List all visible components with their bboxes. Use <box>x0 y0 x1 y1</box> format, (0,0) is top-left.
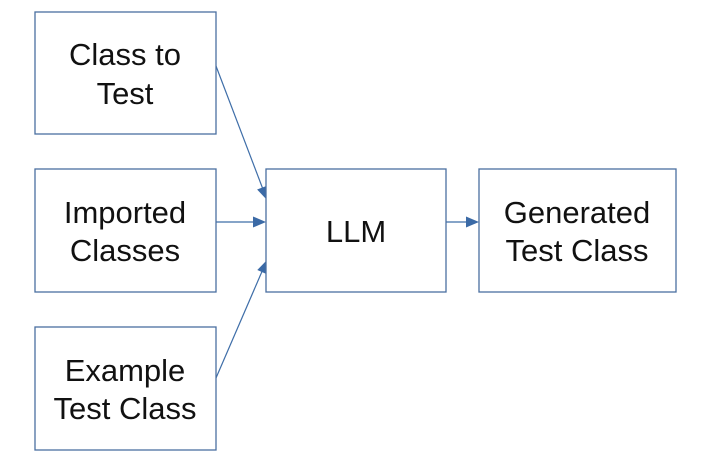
node-example-test-class: Example Test Class <box>34 326 217 451</box>
node-label-llm: LLM <box>326 214 386 249</box>
node-label-class-to-test-line1: Class to <box>69 37 181 72</box>
node-box-class-to-test <box>34 11 217 135</box>
node-label-imported-classes-line1: Imported <box>64 195 186 230</box>
node-box-example-test-class <box>34 326 217 451</box>
node-label-generated-test-class-line2: Test Class <box>506 233 649 268</box>
node-box-imported-classes <box>34 168 217 293</box>
node-llm: LLM <box>265 168 447 293</box>
node-imported-classes: Imported Classes <box>34 168 217 293</box>
node-label-example-test-class-line2: Test Class <box>54 391 197 426</box>
node-class-to-test: Class to Test <box>34 11 217 135</box>
node-label-imported-classes-line2: Classes <box>70 233 180 268</box>
edge-example-test-class-to-llm <box>215 270 263 379</box>
arrowhead-class-to-test <box>257 186 267 200</box>
arrowhead-example-test-class <box>257 260 267 274</box>
node-label-class-to-test-line2: Test <box>97 76 154 111</box>
connectors <box>215 65 479 379</box>
arrowhead-generated-test-class <box>466 216 479 228</box>
node-label-example-test-class-line1: Example <box>65 353 186 388</box>
node-box-generated-test-class <box>478 168 677 293</box>
node-generated-test-class: Generated Test Class <box>478 168 677 293</box>
node-box-llm <box>265 168 447 293</box>
edge-class-to-test-to-llm <box>215 65 264 189</box>
node-label-generated-test-class-line1: Generated <box>504 195 651 230</box>
arrowhead-imported-classes <box>253 216 266 228</box>
